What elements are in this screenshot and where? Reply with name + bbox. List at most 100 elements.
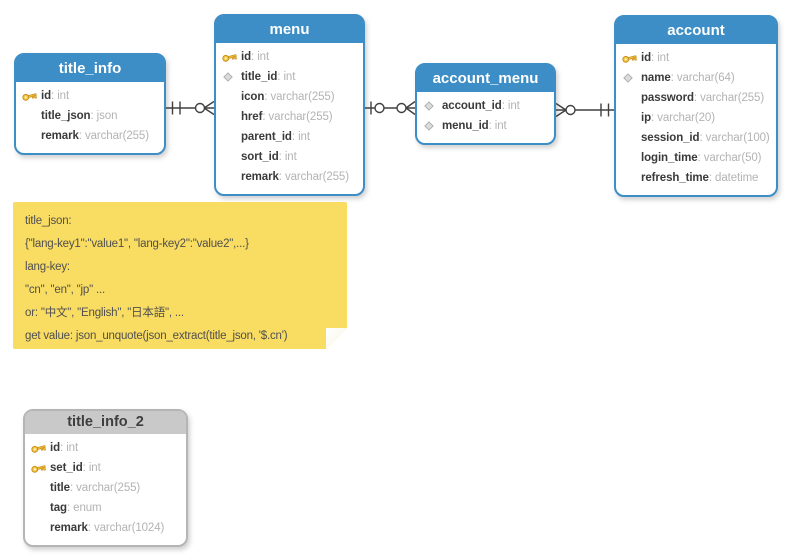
note-line: title_json: — [25, 215, 72, 227]
field-row[interactable]: account_id: int — [423, 96, 551, 116]
field-type: : varchar(255) — [78, 130, 149, 142]
foreign-key-icon — [423, 100, 442, 112]
cardinality-zero-circle — [396, 102, 407, 114]
table-header[interactable]: account — [616, 17, 776, 44]
sticky-note[interactable]: title_json: {"lang-key1":"value1", "lang-… — [13, 202, 347, 349]
field-name: title_json — [41, 110, 91, 122]
field-name: remark — [50, 522, 88, 534]
cardinality-many-crowfoot — [405, 100, 416, 116]
relationship-menu-account-menu — [365, 100, 416, 116]
field-row[interactable]: title_id: int — [222, 67, 360, 87]
note-line: lang-key: — [25, 261, 70, 273]
field-row[interactable]: menu_id: int — [423, 116, 551, 136]
field-type: : varchar(255) — [693, 92, 765, 104]
primary-key-icon — [622, 51, 641, 66]
note-line: get value: json_unquote(json_extract(tit… — [25, 330, 288, 342]
field-row[interactable]: remark: varchar(255) — [222, 167, 360, 187]
field-name: id — [641, 52, 652, 64]
field-type: : int — [82, 462, 101, 474]
foreign-key-icon — [222, 71, 241, 83]
field-row[interactable]: href: varchar(255) — [222, 107, 360, 127]
field-name: password — [641, 92, 694, 104]
field-row[interactable]: parent_id: int — [222, 127, 360, 147]
field-name: ip — [641, 112, 652, 124]
cardinality-zero-circle — [374, 102, 385, 114]
field-type: : datetime — [708, 172, 759, 184]
primary-key-icon — [22, 89, 41, 104]
field-row[interactable]: set_id: int — [31, 458, 183, 478]
field-type: : varchar(255) — [69, 482, 141, 494]
field-row[interactable]: sort_id: int — [222, 147, 360, 167]
primary-key-icon — [31, 461, 50, 476]
field-type: : varchar(20) — [651, 112, 715, 124]
field-row[interactable]: session_id: varchar(100) — [622, 128, 773, 148]
field-row[interactable]: refresh_time: datetime — [622, 168, 773, 188]
field-row[interactable]: id: int — [31, 438, 183, 458]
table-header[interactable]: account_menu — [417, 65, 554, 92]
field-name: remark — [241, 171, 279, 183]
field-name: id — [241, 51, 252, 63]
foreign-key-icon — [423, 120, 442, 132]
field-type: : varchar(64) — [670, 72, 735, 84]
table-header[interactable]: title_info — [16, 55, 164, 82]
field-name: parent_id — [241, 131, 292, 143]
field-row[interactable]: id: int — [22, 86, 161, 106]
field-row[interactable]: title: varchar(255) — [31, 478, 183, 498]
primary-key-icon — [222, 50, 241, 65]
field-type: : int — [488, 120, 507, 132]
field-type: : enum — [66, 502, 102, 514]
field-type: : varchar(1024) — [87, 522, 165, 534]
field-type: : int — [51, 90, 70, 102]
field-row[interactable]: login_time: varchar(50) — [622, 148, 773, 168]
field-row[interactable]: remark: varchar(1024) — [31, 518, 183, 538]
note-line: or: "中文", "English", "日本語", ... — [25, 307, 184, 319]
relationship-title-info-menu — [166, 100, 215, 116]
field-name: id — [50, 442, 61, 454]
relationship-account-menu-account — [555, 102, 614, 118]
field-name: title — [50, 482, 70, 494]
field-row[interactable]: name: varchar(64) — [622, 68, 773, 88]
field-name: login_time — [641, 152, 698, 164]
field-row[interactable]: title_json: json — [22, 106, 161, 126]
note-line: "cn", "en", "jp" ... — [25, 284, 105, 296]
table-header[interactable]: menu — [216, 16, 363, 43]
cardinality-zero-circle — [194, 102, 206, 114]
field-name: menu_id — [442, 120, 489, 132]
field-row[interactable]: tag: enum — [31, 498, 183, 518]
field-name: session_id — [641, 132, 700, 144]
field-name: name — [641, 72, 671, 84]
field-type: : varchar(255) — [264, 91, 335, 103]
field-row[interactable]: password: varchar(255) — [622, 88, 773, 108]
field-type: : varchar(255) — [278, 171, 349, 183]
cardinality-many-crowfoot — [555, 102, 567, 118]
table-header[interactable]: title_info_2 — [25, 411, 186, 434]
field-type: : int — [251, 51, 270, 63]
note-line: {"lang-key1":"value1", "lang-key2":"valu… — [25, 238, 249, 250]
field-name: icon — [241, 91, 265, 103]
field-row[interactable]: ip: varchar(20) — [622, 108, 773, 128]
field-row[interactable]: id: int — [622, 48, 773, 68]
field-name: sort_id — [241, 151, 279, 163]
field-type: : int — [277, 71, 296, 83]
cardinality-one-bars — [600, 103, 610, 117]
field-row[interactable]: id: int — [222, 47, 360, 67]
field-type: : int — [291, 131, 310, 143]
field-row[interactable]: remark: varchar(255) — [22, 126, 161, 146]
note-content: title_json: {"lang-key1":"value1", "lang-… — [25, 210, 335, 348]
field-name: title_id — [241, 71, 278, 83]
field-name: refresh_time — [641, 172, 709, 184]
cardinality-one-bars — [171, 101, 181, 115]
field-name: tag — [50, 502, 67, 514]
field-row[interactable]: icon: varchar(255) — [222, 87, 360, 107]
